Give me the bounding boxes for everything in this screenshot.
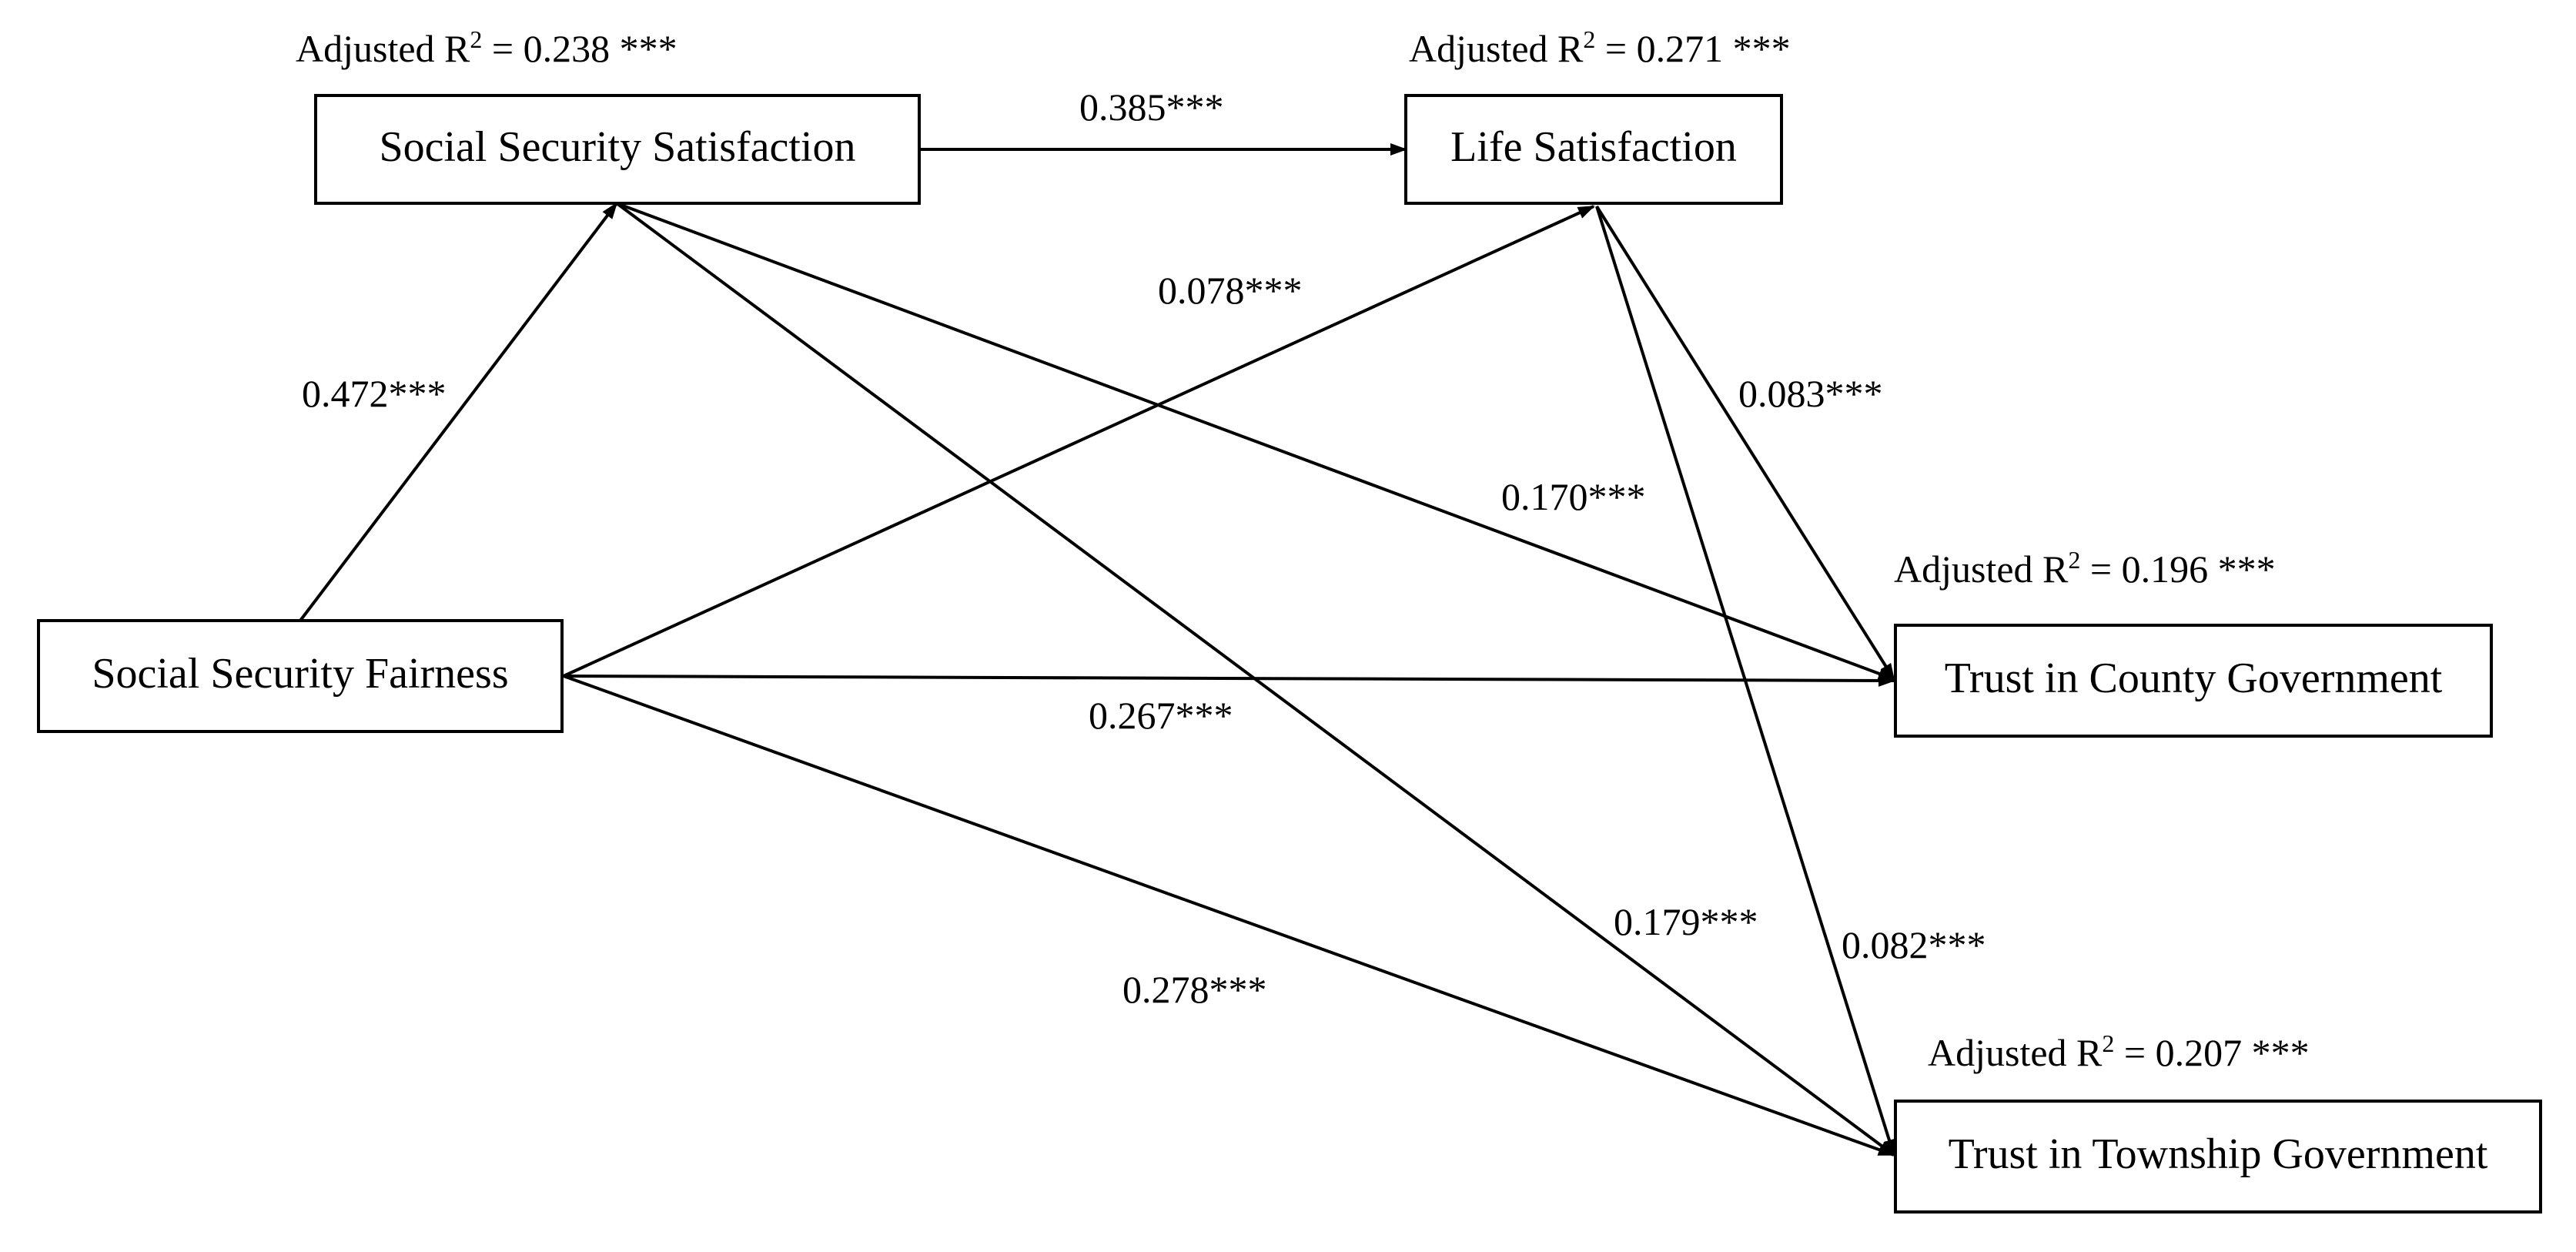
coef-satisfaction-county: 0.170*** <box>1501 475 1646 518</box>
coef-life-township: 0.082*** <box>1842 923 1986 966</box>
coef-satisfaction-township: 0.179*** <box>1614 900 1758 943</box>
r2-label-satisfaction: Adjusted R2 = 0.238 *** <box>296 25 677 70</box>
node-box-life <box>1404 94 1783 205</box>
node-label-satisfaction: Social Security Satisfaction <box>380 123 856 171</box>
node-label-county: Trust in County Government <box>1945 654 2443 702</box>
coef-fairness-satisfaction: 0.472*** <box>302 372 447 415</box>
path-fairness-to-county <box>563 674 1895 687</box>
path-life-to-township <box>1595 206 1895 1157</box>
coef-fairness-township: 0.278*** <box>1122 968 1267 1011</box>
node-social-security-fairness: Social Security Fairness <box>37 619 564 733</box>
node-trust-county: Adjusted R2 = 0.196 *** Trust in County … <box>1894 546 2493 738</box>
coef-satisfaction-life: 0.385*** <box>1079 85 1224 129</box>
path-satisfaction-to-county <box>616 202 1895 681</box>
node-label-fairness: Social Security Fairness <box>92 650 508 698</box>
node-box-county <box>1894 624 2493 738</box>
node-social-security-satisfaction: Adjusted R2 = 0.238 *** Social Security … <box>296 25 921 205</box>
path-fairness-to-life <box>563 205 1595 678</box>
node-label-life: Life Satisfaction <box>1450 123 1737 171</box>
r2-label-township: Adjusted R2 = 0.207 *** <box>1928 1029 2310 1074</box>
path-fairness-to-satisfaction <box>299 202 618 622</box>
paths-layer <box>299 143 1895 1157</box>
path-life-to-county <box>1595 205 1895 681</box>
coef-fairness-life: 0.078*** <box>1158 269 1303 312</box>
coef-life-county: 0.083*** <box>1738 372 1883 415</box>
node-label-township: Trust in Township Government <box>1949 1130 2488 1178</box>
coef-fairness-county: 0.267*** <box>1089 694 1233 737</box>
node-trust-township: Adjusted R2 = 0.207 *** Trust in Townshi… <box>1894 1029 2542 1214</box>
node-life-satisfaction: Adjusted R2 = 0.271 *** Life Satisfactio… <box>1404 25 1791 205</box>
r2-label-life: Adjusted R2 = 0.271 *** <box>1409 25 1791 70</box>
path-fairness-to-township <box>563 675 1895 1157</box>
coefficient-labels: 0.472*** 0.385*** 0.078*** 0.083*** 0.17… <box>302 85 1986 1011</box>
node-box-satisfaction <box>314 94 921 205</box>
path-satisfaction-to-township <box>615 202 1895 1157</box>
r2-label-county: Adjusted R2 = 0.196 *** <box>1894 546 2276 591</box>
node-box-fairness <box>37 619 564 733</box>
node-box-township <box>1894 1100 2542 1214</box>
